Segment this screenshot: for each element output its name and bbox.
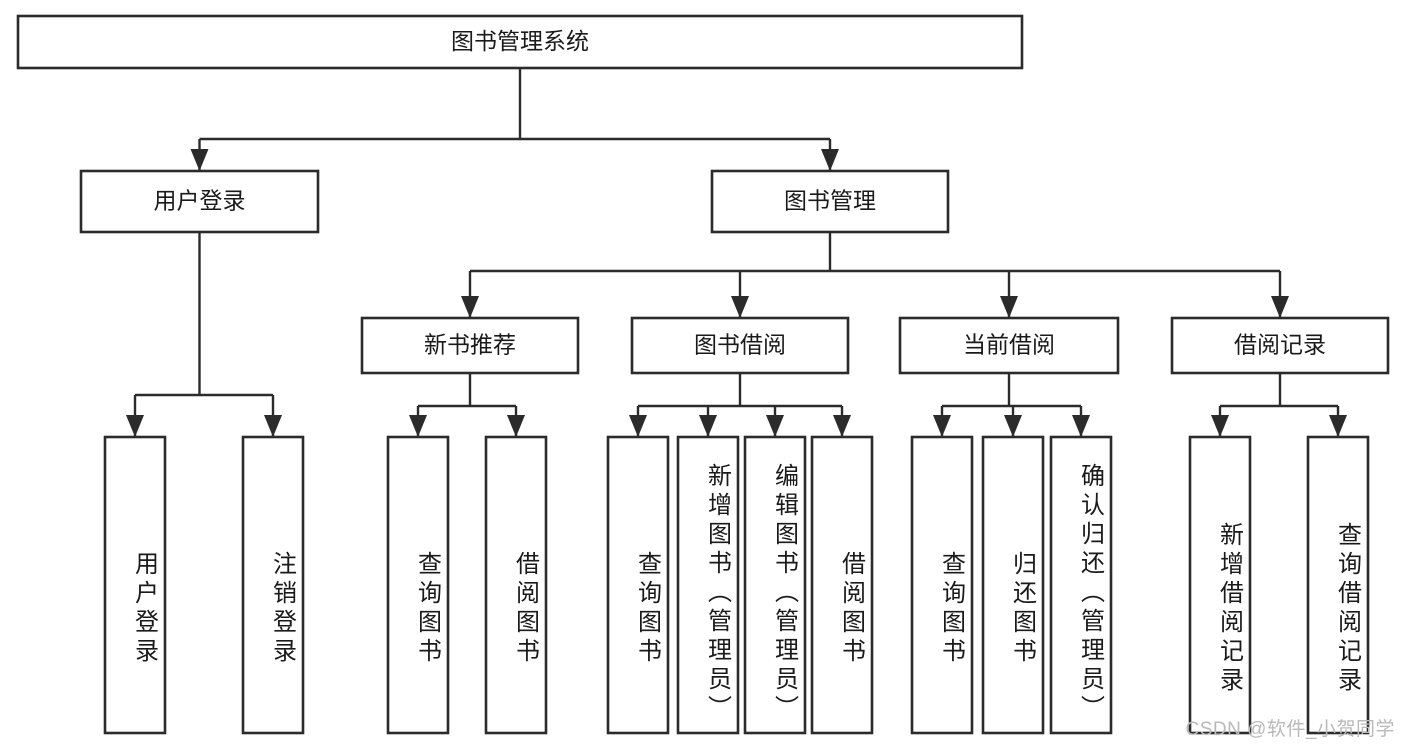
new-book-recommend-node[interactable]: 新书推荐 [360, 316, 580, 375]
book-borrow-label: 图书借阅 [694, 332, 786, 358]
root-system-box[interactable] [16, 14, 1024, 70]
current-borrow-node[interactable]: 当前借阅 [898, 316, 1120, 375]
leaf-query-record-box[interactable] [1306, 435, 1370, 735]
leaf-query-book-2-box[interactable] [606, 435, 670, 735]
current-borrow-box[interactable] [898, 316, 1120, 375]
arrow-head-icon [766, 415, 784, 437]
book-manage-label: 图书管理 [784, 188, 876, 214]
leaf-query-book-1-node[interactable]: 查询图书 [386, 435, 450, 735]
book-borrow-node[interactable]: 图书借阅 [630, 316, 850, 375]
leaf-logout-node[interactable]: 注销登录 [241, 435, 305, 735]
leaf-query-book-3-node[interactable]: 查询图书 [910, 435, 974, 735]
node-layer: 图书管理系统用户登录图书管理新书推荐图书借阅当前借阅借阅记录用户登录注销登录查询… [16, 14, 1390, 735]
user-login-box[interactable] [79, 169, 320, 234]
root-system-node[interactable]: 图书管理系统 [16, 14, 1024, 70]
leaf-confirm-return-box[interactable] [1049, 435, 1113, 735]
leaf-query-book-1-box[interactable] [386, 435, 450, 735]
root-system-label: 图书管理系统 [451, 28, 589, 54]
leaf-borrow-book-2-box[interactable] [810, 435, 874, 735]
leaf-add-record-node[interactable]: 新增借阅记录 [1188, 435, 1252, 735]
arrow-head-icon [461, 296, 479, 318]
leaf-user-login-node[interactable]: 用户登录 [103, 435, 167, 735]
leaf-return-book-label: 归还图书 [1009, 551, 1037, 667]
leaf-logout-box[interactable] [241, 435, 305, 735]
leaf-query-book-2-node[interactable]: 查询图书 [606, 435, 670, 735]
arrow-head-icon [821, 149, 839, 171]
leaf-confirm-return-node[interactable]: 确认归还（管理员） [1049, 435, 1113, 735]
current-borrow-label: 当前借阅 [963, 332, 1055, 358]
connector-layer [126, 68, 1347, 437]
arrow-head-icon [731, 296, 749, 318]
leaf-query-book-1-label: 查询图书 [414, 551, 442, 667]
watermark-text: CSDN @软件_小贺同学 [1185, 719, 1395, 740]
leaf-query-book-2-label: 查询图书 [634, 551, 662, 667]
arrow-head-icon [1000, 296, 1018, 318]
leaf-query-record-label: 查询借阅记录 [1334, 522, 1362, 696]
user-login-node[interactable]: 用户登录 [79, 169, 320, 234]
arrow-head-icon [1072, 415, 1090, 437]
leaf-user-login-box[interactable] [103, 435, 167, 735]
arrow-head-icon [933, 415, 951, 437]
borrow-record-label: 借阅记录 [1234, 332, 1326, 358]
leaf-add-book-box[interactable] [676, 435, 740, 735]
leaf-add-book-node[interactable]: 新增图书（管理员） [676, 435, 740, 735]
arrow-head-icon [507, 415, 525, 437]
arrow-head-icon [190, 149, 209, 171]
arrow-head-icon [629, 415, 647, 437]
arrow-head-icon [1329, 415, 1347, 437]
book-manage-node[interactable]: 图书管理 [710, 169, 950, 234]
arrow-head-icon [264, 415, 282, 437]
arrow-head-icon [1004, 415, 1022, 437]
leaf-borrow-book-2-label: 借阅图书 [838, 551, 866, 667]
leaf-borrow-book-2-node[interactable]: 借阅图书 [810, 435, 874, 735]
leaf-logout-label: 注销登录 [269, 551, 297, 667]
book-borrow-box[interactable] [630, 316, 850, 375]
new-book-recommend-label: 新书推荐 [424, 332, 516, 358]
borrow-record-node[interactable]: 借阅记录 [1170, 316, 1390, 375]
user-login-label: 用户登录 [154, 188, 246, 214]
leaf-add-book-label: 新增图书（管理员） [704, 463, 732, 724]
leaf-borrow-book-1-label: 借阅图书 [512, 551, 540, 667]
arrow-head-icon [126, 415, 144, 437]
leaf-query-record-node[interactable]: 查询借阅记录 [1306, 435, 1370, 735]
leaf-borrow-book-1-node[interactable]: 借阅图书 [484, 435, 548, 735]
arrow-head-icon [409, 415, 427, 437]
leaf-return-book-node[interactable]: 归还图书 [981, 435, 1045, 735]
leaf-edit-book-label: 编辑图书（管理员） [771, 463, 799, 724]
leaf-user-login-label: 用户登录 [131, 551, 159, 667]
book-manage-box[interactable] [710, 169, 950, 234]
leaf-edit-book-box[interactable] [743, 435, 807, 735]
leaf-query-book-3-label: 查询图书 [938, 551, 966, 667]
leaf-add-record-box[interactable] [1188, 435, 1252, 735]
leaf-query-book-3-box[interactable] [910, 435, 974, 735]
arrow-head-icon [833, 415, 851, 437]
leaf-borrow-book-1-box[interactable] [484, 435, 548, 735]
leaf-confirm-return-label: 确认归还（管理员） [1077, 463, 1105, 724]
arrow-head-icon [1211, 415, 1229, 437]
borrow-record-box[interactable] [1170, 316, 1390, 375]
arrow-head-icon [699, 415, 717, 437]
leaf-edit-book-node[interactable]: 编辑图书（管理员） [743, 435, 807, 735]
leaf-return-book-box[interactable] [981, 435, 1045, 735]
new-book-recommend-box[interactable] [360, 316, 580, 375]
arrow-head-icon [1271, 296, 1289, 318]
leaf-add-record-label: 新增借阅记录 [1216, 522, 1244, 696]
